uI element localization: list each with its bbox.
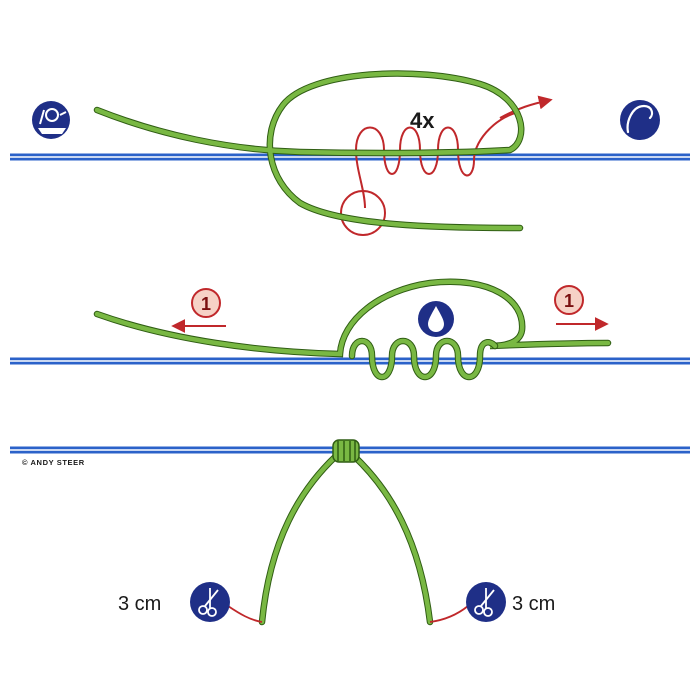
pull-left-indicator: 1: [171, 288, 226, 333]
copyright-label: © ANDY STEER: [22, 458, 85, 467]
trim-length-right: 3 cm: [512, 593, 555, 615]
scissors-icon: [466, 582, 506, 622]
wrap-count-label: 4x: [410, 108, 435, 133]
pass-through-circle: [340, 190, 386, 236]
step-3: © ANDY STEER 3 cm: [10, 439, 690, 626]
fishing-reel-icon: [32, 101, 70, 139]
tag-line-1: [93, 70, 525, 232]
pull-right-indicator: 1: [554, 285, 609, 331]
water-drop-icon: [418, 301, 454, 337]
trim-length-left: 3 cm: [118, 593, 161, 615]
step-number-left: 1: [201, 294, 211, 314]
fishing-hook-icon: [620, 100, 660, 140]
finished-knot: [332, 439, 360, 463]
step-badge-right: [554, 285, 584, 315]
tag-line-2: [93, 278, 612, 380]
step-1: 4x: [10, 70, 690, 236]
step-badge-left: [191, 288, 221, 318]
trim-right: 3 cm: [429, 582, 555, 623]
scissors-icon: [190, 582, 230, 622]
wrap-exit-arrow: [499, 95, 553, 119]
trim-left: 3 cm: [118, 582, 263, 623]
tag-ends: [258, 452, 434, 626]
step-2: 1 1: [10, 278, 690, 380]
step-number-right: 1: [564, 291, 574, 311]
